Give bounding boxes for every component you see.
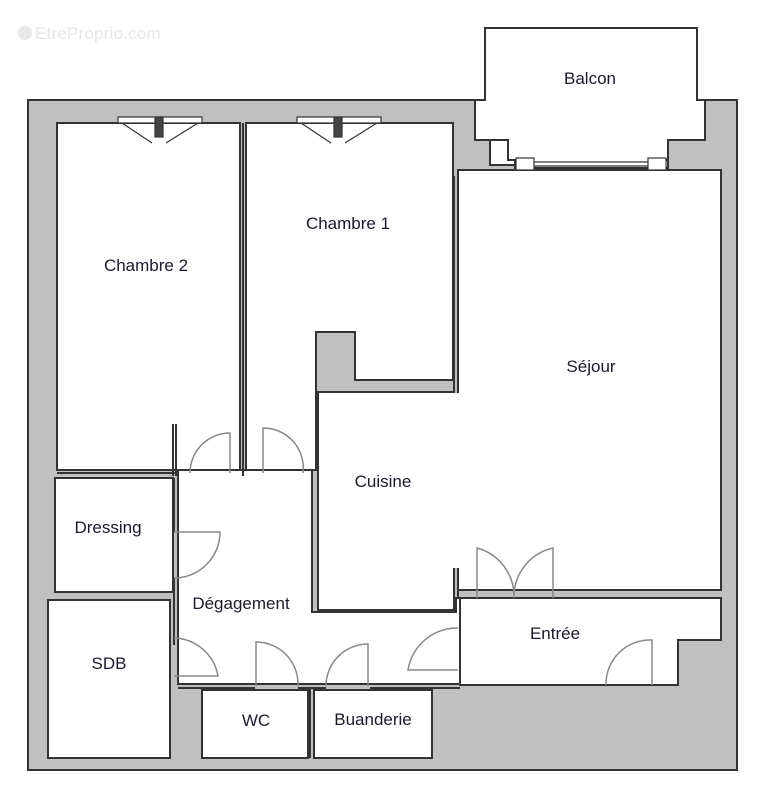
label-sejour: Séjour <box>566 357 616 376</box>
door-entree-double <box>476 547 554 599</box>
room-entree <box>459 597 722 686</box>
door-front <box>605 639 653 686</box>
room-cuisine <box>317 391 455 611</box>
partitions <box>57 123 460 758</box>
door-swings <box>173 427 653 687</box>
room-degagement <box>177 469 461 685</box>
door-chambre1 <box>262 427 305 474</box>
label-degagement: Dégagement <box>192 594 290 613</box>
label-chambre2: Chambre 2 <box>103 256 189 275</box>
watermark-text: EtreProprio.com <box>35 24 161 43</box>
window-chambre2 <box>117 116 203 144</box>
label-wc: WC <box>241 711 271 730</box>
door-buanderie <box>325 643 369 687</box>
room-buanderie <box>313 689 433 759</box>
room-wc <box>201 689 309 759</box>
label-cuisine: Cuisine <box>354 472 412 491</box>
label-dressing: Dressing <box>74 518 142 537</box>
door-wc <box>255 641 299 687</box>
door-dressing <box>173 531 221 579</box>
label-sdb: SDB <box>91 654 127 673</box>
label-entree: Entrée <box>529 624 581 643</box>
label-buanderie: Buanderie <box>334 710 412 729</box>
watermark: EtreProprio.com <box>18 24 161 44</box>
label-balcon: Balcon <box>564 69 616 88</box>
room-sdb <box>47 599 171 759</box>
door-entree-degagement <box>407 627 459 671</box>
room-sejour <box>457 169 722 591</box>
room-dressing <box>54 477 174 593</box>
copyright-icon <box>18 26 32 40</box>
window-chambre1 <box>296 116 382 144</box>
label-chambre1: Chambre 1 <box>305 214 391 233</box>
door-sdb <box>173 637 219 677</box>
door-chambre2 <box>189 432 231 474</box>
room-chambre2 <box>56 122 241 471</box>
balcony-sliding-door <box>515 157 667 171</box>
